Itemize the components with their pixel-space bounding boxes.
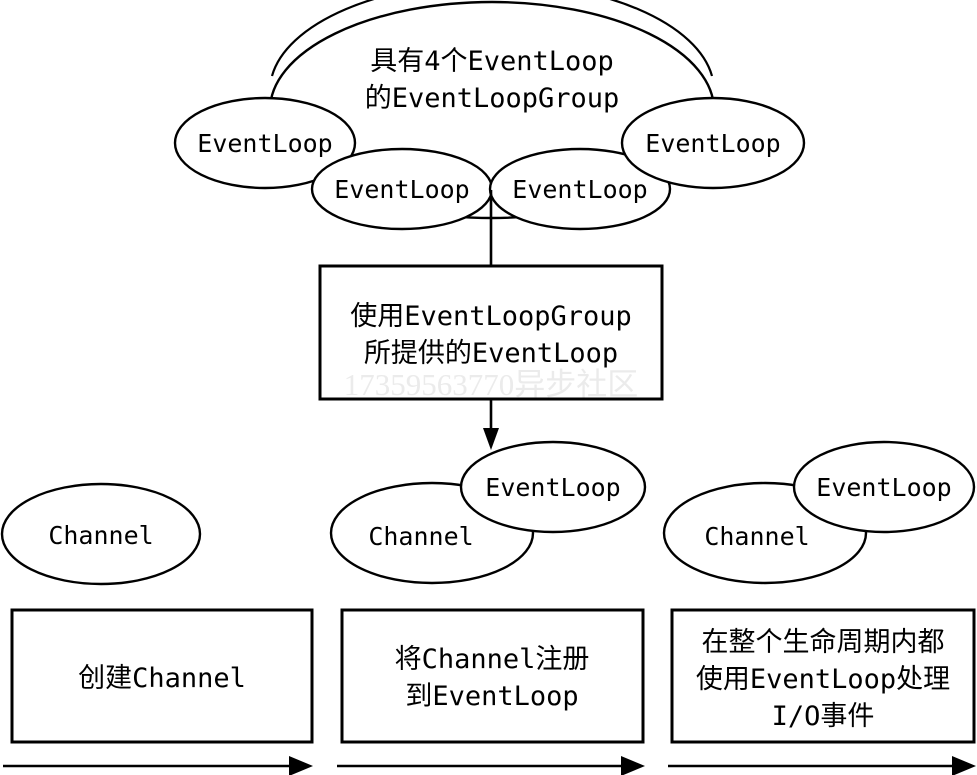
event-loop-group-cloud: 具有4个EventLoop 的EventLoopGroup EventLoop … — [173, 0, 806, 231]
group-label-line1: 具有4个EventLoop — [370, 46, 614, 77]
group-event-loop-4-ellipse — [620, 96, 806, 190]
column-1: Channel 创建Channel — [0, 482, 314, 775]
group-event-loop-1-label: EventLoop — [197, 129, 332, 158]
watermark-text: 17359563770异步社区 — [344, 367, 639, 402]
column-2: Channel EventLoop 将Channel注册 到EventLoop — [329, 440, 647, 775]
column-3-box-line3: I/O事件 — [772, 701, 875, 732]
box-to-event-loop-arrow — [483, 399, 499, 450]
column-2-event-loop-ellipse — [459, 440, 647, 534]
group-event-loop-3-ellipse — [488, 147, 672, 231]
middle-description-box: 使用EventLoopGroup 所提供的EventLoop 173595637… — [318, 264, 664, 402]
column-3-event-loop-label: EventLoop — [816, 473, 951, 502]
column-1-box-rect — [10, 608, 314, 744]
group-label-line2: 的EventLoopGroup — [365, 83, 620, 114]
column-2-arrowhead — [621, 756, 645, 775]
column-3-progress-arrow — [668, 756, 976, 775]
group-event-loop-1-ellipse — [173, 96, 357, 190]
column-1-channel-label: Channel — [48, 521, 153, 550]
column-2-box-rect — [340, 608, 645, 744]
column-3-arrowhead — [952, 756, 976, 775]
middle-box-line1: 使用EventLoopGroup — [350, 301, 632, 332]
column-3-box-line1: 在整个生命周期内都 — [702, 627, 945, 658]
column-2-box-line1: 将Channel注册 — [395, 644, 590, 675]
middle-box-line2: 所提供的EventLoop — [364, 338, 618, 369]
box-to-event-loop-arrowhead — [483, 428, 499, 450]
column-2-event-loop-label: EventLoop — [485, 473, 620, 502]
column-2-channel-label: Channel — [368, 522, 473, 551]
column-1-channel-ellipse — [0, 482, 202, 586]
column-1-arrowhead — [289, 756, 313, 775]
column-3-box-line2: 使用EventLoop处理 — [696, 664, 950, 695]
column-3: Channel EventLoop 在整个生命周期内都 使用EventLoop处… — [662, 440, 976, 775]
group-event-loop-2-label: EventLoop — [334, 175, 469, 204]
column-2-progress-arrow — [337, 756, 645, 775]
group-outer-top-arc — [270, 0, 714, 77]
column-1-progress-arrow — [3, 756, 313, 775]
group-event-loop-3-label: EventLoop — [512, 175, 647, 204]
middle-box-rect — [318, 264, 664, 401]
column-2-box-line2: 到EventLoop — [405, 681, 578, 712]
column-1-box-line1: 创建Channel — [78, 663, 246, 694]
column-3-box-rect — [670, 608, 976, 744]
column-3-channel-label: Channel — [704, 522, 809, 551]
column-3-event-loop-ellipse — [792, 440, 976, 534]
group-event-loop-4-label: EventLoop — [645, 129, 780, 158]
